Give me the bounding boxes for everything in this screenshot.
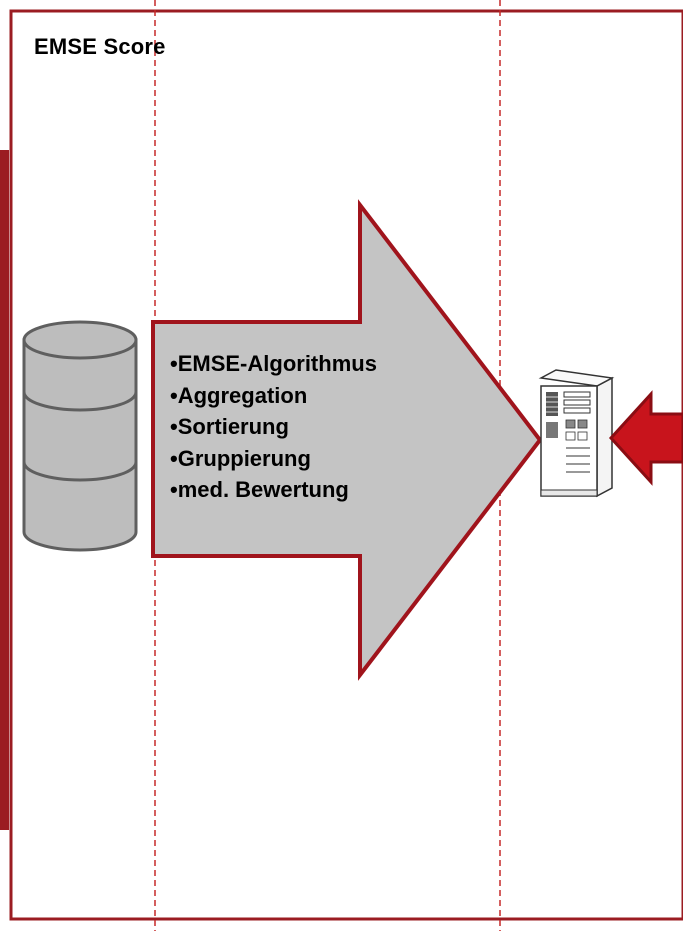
process-step: •med. Bewertung [170, 477, 349, 502]
panel-title: EMSE Score [34, 34, 166, 59]
process-step: •Gruppierung [170, 445, 311, 471]
panel-frame [9, 9, 683, 921]
left-panel-edge [0, 150, 9, 830]
incoming-arrow-icon [608, 390, 683, 486]
process-arrow-icon [151, 199, 543, 681]
process-step: •Sortierung [170, 414, 289, 439]
database-cylinder-icon [22, 320, 138, 552]
process-step: •Aggregation [170, 382, 308, 408]
server-tower-icon [538, 369, 615, 498]
process-step-list: •EMSE-Algorithmus •Aggregation •Sortieru… [170, 348, 377, 506]
process-step: •EMSE-Algorithmus [170, 351, 377, 376]
